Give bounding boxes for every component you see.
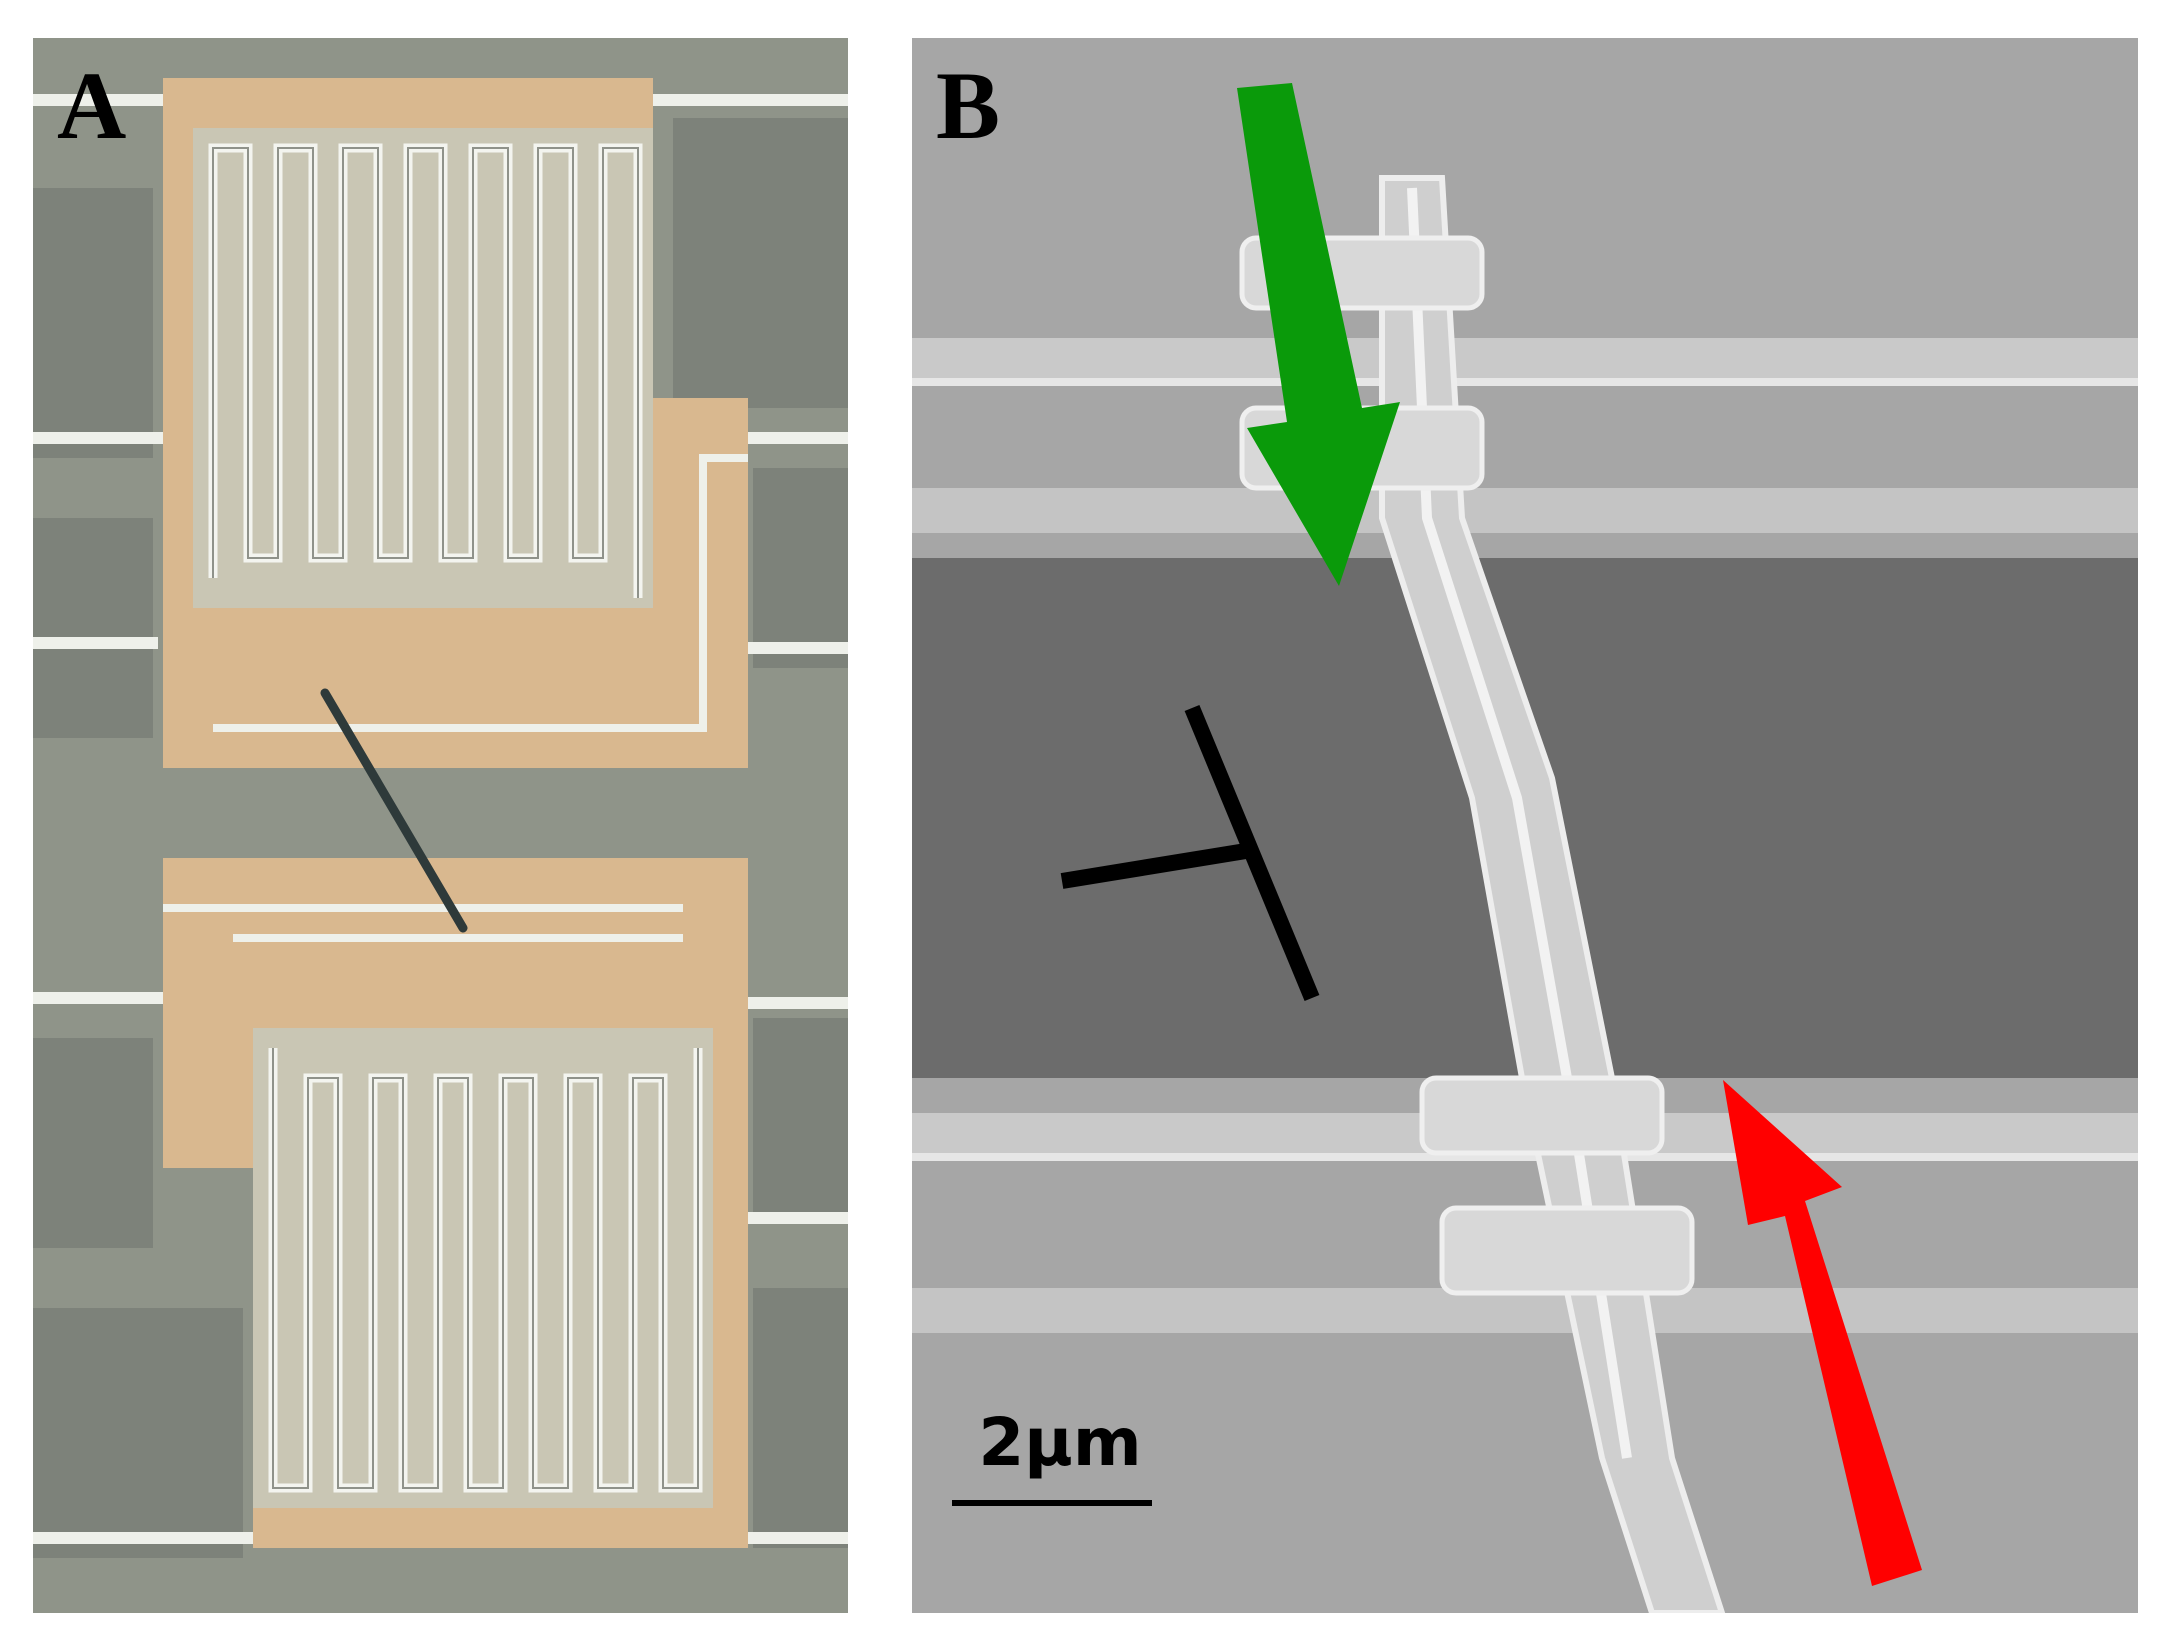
panel-a-optical-micrograph: A	[33, 38, 848, 1613]
upper-pad-trace	[213, 454, 748, 732]
green-arrow	[1237, 83, 1400, 586]
panel-label-b: B	[936, 52, 1001, 159]
side-pad	[33, 1308, 243, 1558]
scale-bar-label: 2μm	[978, 1404, 1142, 1481]
lower-serpentine-area	[253, 1028, 713, 1508]
side-pad	[33, 518, 153, 738]
side-pad	[753, 468, 848, 668]
side-pad	[673, 118, 848, 408]
red-arrow	[1723, 1080, 1922, 1586]
side-pad	[753, 1288, 848, 1548]
nanowire	[320, 688, 468, 933]
panel-b-sem-micrograph: B 2μm	[912, 38, 2138, 1613]
lower-contact-clamp	[1439, 1205, 1695, 1296]
lower-pad-trace	[163, 904, 683, 942]
dislocation-symbol	[1060, 704, 1320, 1002]
side-pad	[33, 1038, 153, 1248]
optical-device-image	[33, 38, 848, 1613]
lower-contact-clamp	[1419, 1075, 1665, 1156]
upper-beam	[912, 338, 2138, 378]
panel-label-a: A	[57, 52, 127, 159]
upper-beam	[912, 488, 2138, 533]
sem-device-image	[912, 38, 2138, 1613]
upper-serpentine-area	[193, 128, 653, 608]
scale-bar	[952, 1500, 1152, 1506]
side-pad	[33, 188, 153, 458]
side-pad	[753, 1018, 848, 1218]
